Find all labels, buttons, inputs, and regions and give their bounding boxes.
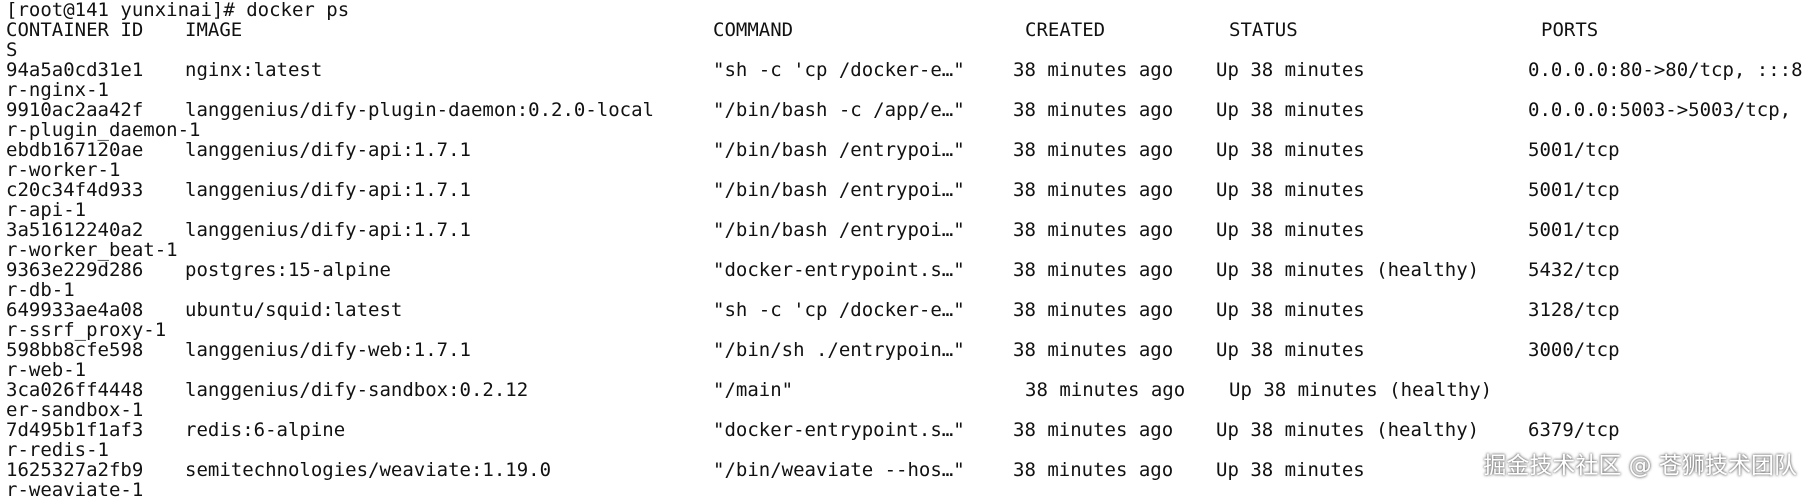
container-name-wrap: r-api-1 <box>6 199 87 221</box>
table-row: 598bb8cfe598 langgenius/dify-web:1.7.1 "… <box>0 340 1815 380</box>
image-name: langgenius/dify-api:1.7.1 <box>185 219 471 241</box>
prompt-line: [root@141 yunxinai]# docker ps <box>6 0 350 21</box>
status: Up 38 minutes <box>1216 339 1365 361</box>
ports: 3000/tcp <box>1528 339 1620 361</box>
table-row: 94a5a0cd31e1 nginx:latest "sh -c 'cp /do… <box>0 60 1815 100</box>
container-id: c20c34f4d933 <box>6 179 144 201</box>
created: 38 minutes ago <box>1013 139 1174 161</box>
ports: 0.0.0.0:80->80/tcp, :::8 <box>1528 59 1803 81</box>
created: 38 minutes ago <box>1013 339 1174 361</box>
status: Up 38 minutes (healthy) <box>1216 259 1480 281</box>
container-id: 649933ae4a08 <box>6 299 144 321</box>
image-name: langgenius/dify-sandbox:0.2.12 <box>185 379 529 401</box>
image-name: langgenius/dify-plugin-daemon:0.2.0-loca… <box>185 99 654 121</box>
status: Up 38 minutes <box>1216 179 1365 201</box>
header-image: IMAGE <box>185 19 243 41</box>
table-header: CONTAINER ID IMAGE COMMAND CREATED STATU… <box>0 20 1815 60</box>
container-id: 9363e229d286 <box>6 259 144 281</box>
image-name: langgenius/dify-api:1.7.1 <box>185 139 471 161</box>
command: "docker-entrypoint.s…" <box>713 259 965 281</box>
container-id: 94a5a0cd31e1 <box>6 59 144 81</box>
table-row: 649933ae4a08 ubuntu/squid:latest "sh -c … <box>0 300 1815 340</box>
table-row: 7d495b1f1af3 redis:6-alpine "docker-entr… <box>0 420 1815 460</box>
header-container-id: CONTAINER ID <box>6 19 144 41</box>
table-row: 9363e229d286 postgres:15-alpine "docker-… <box>0 260 1815 300</box>
table-row: c20c34f4d933 langgenius/dify-api:1.7.1 "… <box>0 180 1815 220</box>
header-status: STATUS <box>1229 19 1298 41</box>
ports: 5001/tcp <box>1528 139 1620 161</box>
image-name: langgenius/dify-web:1.7.1 <box>185 339 471 361</box>
status: Up 38 minutes <box>1216 459 1365 481</box>
image-name: nginx:latest <box>185 59 323 81</box>
created: 38 minutes ago <box>1013 99 1174 121</box>
created: 38 minutes ago <box>1013 219 1174 241</box>
container-name-wrap: r-weaviate-1 <box>6 479 144 501</box>
status: Up 38 minutes <box>1216 219 1365 241</box>
container-name-wrap: r-nginx-1 <box>6 79 109 101</box>
ports: 3128/tcp <box>1528 299 1620 321</box>
container-id: 9910ac2aa42f <box>6 99 144 121</box>
command: "docker-entrypoint.s…" <box>713 419 965 441</box>
header-wrap: S <box>6 39 18 61</box>
status: Up 38 minutes <box>1216 59 1365 81</box>
container-id: 3ca026ff4448 <box>6 379 144 401</box>
table-row: 3a51612240a2 langgenius/dify-api:1.7.1 "… <box>0 220 1815 260</box>
container-id: ebdb167120ae <box>6 139 144 161</box>
command: "/bin/sh ./entrypoin…" <box>713 339 965 361</box>
header-ports: PORTS <box>1541 19 1599 41</box>
command: "sh -c 'cp /docker-e…" <box>713 299 965 321</box>
image-name: semitechnologies/weaviate:1.19.0 <box>185 459 552 481</box>
status: Up 38 minutes <box>1216 139 1365 161</box>
table-row: 9910ac2aa42f langgenius/dify-plugin-daem… <box>0 100 1815 140</box>
created: 38 minutes ago <box>1013 59 1174 81</box>
command: "/bin/weaviate --hos…" <box>713 459 965 481</box>
table-row: 3ca026ff4448 langgenius/dify-sandbox:0.2… <box>0 380 1815 420</box>
ports: 5432/tcp <box>1528 259 1620 281</box>
image-name: langgenius/dify-api:1.7.1 <box>185 179 471 201</box>
status: Up 38 minutes (healthy) <box>1229 379 1493 401</box>
container-name-wrap: r-web-1 <box>6 359 87 381</box>
container-id: 598bb8cfe598 <box>6 339 144 361</box>
command: "/bin/bash -c /app/e…" <box>713 99 965 121</box>
command: "/bin/bash /entrypoi…" <box>713 219 965 241</box>
command: "/bin/bash /entrypoi…" <box>713 179 965 201</box>
container-name-wrap: r-redis-1 <box>6 439 109 461</box>
created: 38 minutes ago <box>1013 299 1174 321</box>
created: 38 minutes ago <box>1025 379 1186 401</box>
command: "sh -c 'cp /docker-e…" <box>713 59 965 81</box>
container-name-wrap: er-sandbox-1 <box>6 399 144 421</box>
created: 38 minutes ago <box>1013 459 1174 481</box>
ports: 5001/tcp <box>1528 219 1620 241</box>
watermark: 掘金技术社区 @ 苍狮技术团队 <box>1483 453 1797 479</box>
image-name: redis:6-alpine <box>185 419 346 441</box>
ports: 6379/tcp <box>1528 419 1620 441</box>
status: Up 38 minutes <box>1216 299 1365 321</box>
container-name-wrap: r-worker_beat-1 <box>6 239 178 261</box>
status: Up 38 minutes (healthy) <box>1216 419 1480 441</box>
created: 38 minutes ago <box>1013 179 1174 201</box>
table-row: 1625327a2fb9 semitechnologies/weaviate:1… <box>0 460 1815 500</box>
command: "/bin/bash /entrypoi…" <box>713 139 965 161</box>
created: 38 minutes ago <box>1013 419 1174 441</box>
table-row: ebdb167120ae langgenius/dify-api:1.7.1 "… <box>0 140 1815 180</box>
image-name: ubuntu/squid:latest <box>185 299 403 321</box>
container-name-wrap: r-plugin_daemon-1 <box>6 119 201 141</box>
command: "/main" <box>713 379 794 401</box>
container-name-wrap: r-ssrf_proxy-1 <box>6 319 167 341</box>
container-id: 3a51612240a2 <box>6 219 144 241</box>
header-created: CREATED <box>1025 19 1106 41</box>
container-name-wrap: r-db-1 <box>6 279 75 301</box>
container-id: 7d495b1f1af3 <box>6 419 144 441</box>
ports: 0.0.0.0:5003->5003/tcp, <box>1528 99 1792 121</box>
container-id: 1625327a2fb9 <box>6 459 144 481</box>
container-name-wrap: r-worker-1 <box>6 159 121 181</box>
ports: 5001/tcp <box>1528 179 1620 201</box>
status: Up 38 minutes <box>1216 99 1365 121</box>
image-name: postgres:15-alpine <box>185 259 391 281</box>
header-command: COMMAND <box>713 19 794 41</box>
created: 38 minutes ago <box>1013 259 1174 281</box>
